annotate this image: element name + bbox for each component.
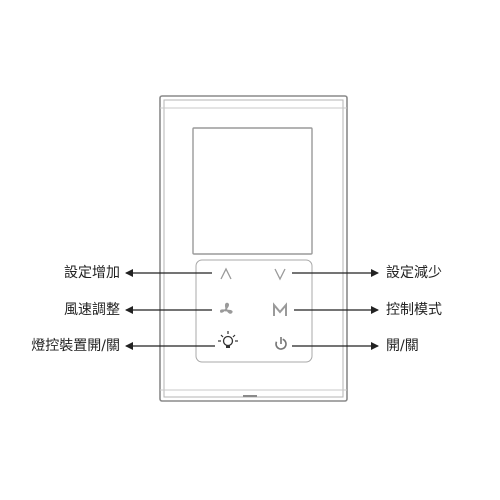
light-bulb-icon[interactable]: [218, 331, 238, 348]
fan-icon[interactable]: [220, 302, 233, 314]
device-frame: [159, 95, 348, 402]
button-panel: [195, 259, 313, 363]
label-light-toggle: 燈控裝置開/關: [31, 338, 120, 354]
label-mode: 控制模式: [386, 302, 442, 318]
label-power: 開/關: [386, 338, 419, 354]
power-icon[interactable]: [275, 337, 288, 350]
label-decrease: 設定減少: [386, 265, 442, 281]
down-arrow-icon[interactable]: [274, 268, 286, 281]
display-screen: [192, 127, 313, 255]
label-increase: 設定增加: [64, 265, 120, 281]
mode-m-icon[interactable]: [273, 302, 287, 316]
up-arrow-icon[interactable]: [220, 267, 232, 280]
label-fan-speed: 風速調整: [64, 302, 120, 318]
